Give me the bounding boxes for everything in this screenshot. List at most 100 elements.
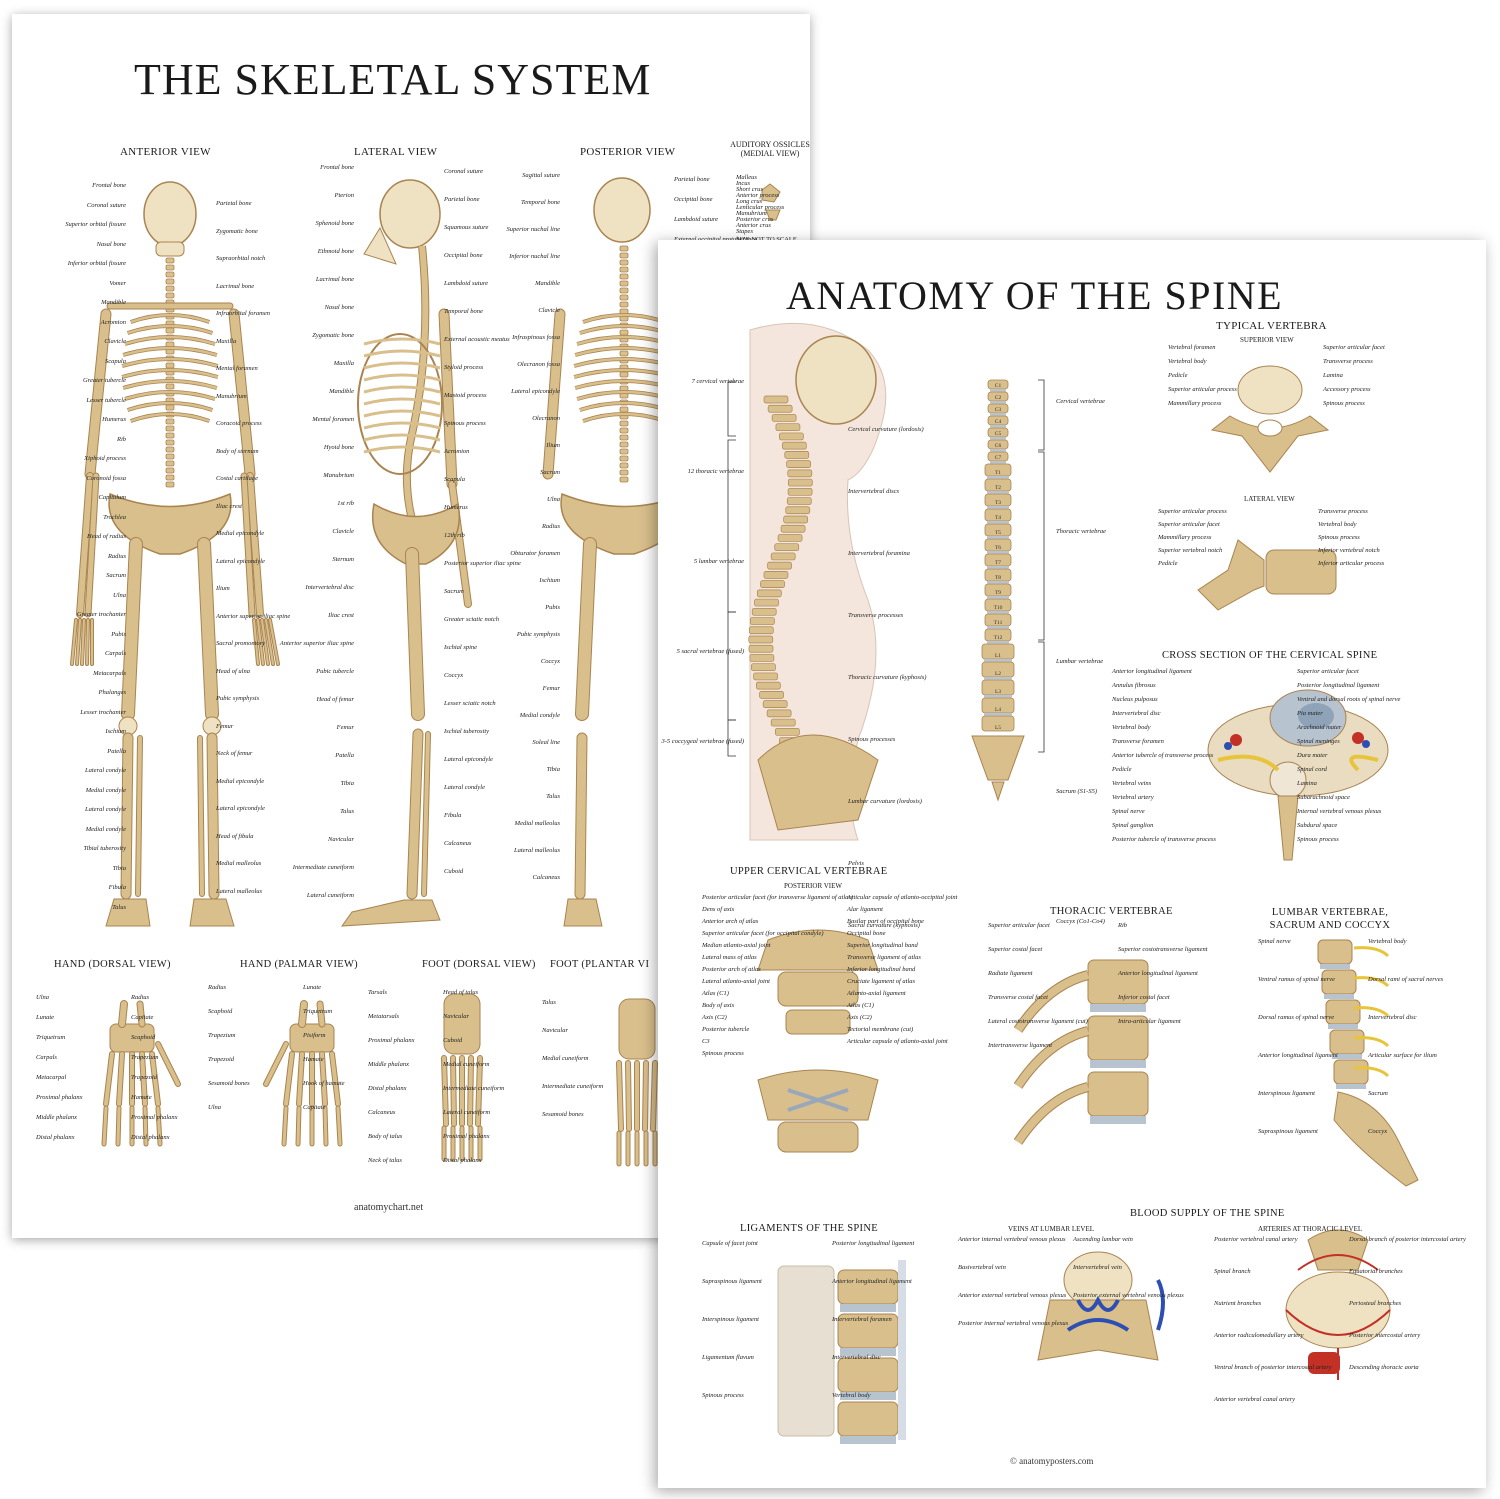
vertebra-side (787, 478, 813, 487)
rib-lateral (363, 409, 441, 418)
anatomy-label: Mammillary process (1168, 400, 1222, 407)
anatomy-label: Proximal phalanx (36, 1094, 83, 1101)
anatomy-label: Inferior nuchal line (509, 253, 560, 260)
anatomy-label: Anterior longitudinal ligament (1112, 668, 1192, 675)
c3 (785, 1009, 851, 1035)
anatomy-label: Cervical vertebrae (1056, 398, 1105, 405)
vertebra-tag: C2 (995, 395, 1002, 401)
anatomy-label: Lambdoid suture (444, 280, 488, 287)
foot-posterior (563, 898, 603, 927)
anatomy-label: Navicular (542, 1027, 568, 1034)
vertebra-tag: L1 (995, 653, 1001, 659)
anatomy-label: Ulna (36, 994, 49, 1001)
anatomy-label: Pubis (545, 604, 560, 611)
anatomy-label: Ligamentum flavum (702, 1354, 754, 1361)
anatomy-label: Sacral curvature (kyphosis) (848, 922, 920, 929)
anatomy-label: Lateral condyle (444, 784, 485, 791)
anatomy-label: Medial epicondyle (216, 777, 265, 785)
spinal-nerve-lumbar (1353, 976, 1390, 988)
disc-column (987, 611, 1009, 614)
anatomy-label: Radius (541, 523, 560, 530)
anatomy-label: Capitate (303, 1104, 326, 1111)
vertebra-side (770, 718, 796, 727)
anatomy-label: Lamina (1297, 780, 1317, 787)
vertebral-column (165, 264, 175, 271)
anatomy-label: Articular capsule of atlanto-axial joint (847, 1038, 948, 1045)
anatomy-label: Lateral epicondyle (216, 805, 265, 812)
anatomy-label: Pubis (111, 630, 126, 638)
disc-column (984, 677, 1012, 680)
vertebral-column (165, 453, 175, 460)
anatomy-label: Articular capsule of atlanto-occipital j… (847, 894, 958, 901)
finger-bone (117, 1052, 124, 1106)
anatomy-label: Ventral ramus of spinal nerve (1258, 976, 1335, 983)
anatomy-label: Body of talus (368, 1133, 403, 1140)
anatomy-label: Coronoid fossa (86, 474, 126, 482)
anatomy-label: Occipital bone (674, 196, 713, 203)
vertebra-tag: L4 (995, 707, 1001, 713)
spinous-process-cross (1277, 795, 1299, 861)
vertebral-column (165, 446, 175, 453)
atlas-axis (777, 1121, 859, 1153)
vertebral-column-posterior (619, 294, 629, 301)
anatomy-label: Transverse process (1323, 358, 1373, 365)
anatomy-label: Internal vertebral venous plexus (1297, 808, 1382, 815)
vein-vertebral-arch (1037, 1299, 1159, 1361)
anatomy-label: Pisiform (303, 1032, 326, 1039)
vertebra-side (784, 451, 810, 459)
rib-cage (130, 313, 210, 324)
anatomy-label: Cuboid (443, 1037, 463, 1044)
anatomy-label: Spinous process (702, 1392, 744, 1399)
anatomy-label: 7 cervical vertebrae (691, 378, 744, 385)
anatomy-label: Manubrium (323, 472, 354, 479)
anatomy-label: Lumbar vertebrae (1056, 658, 1104, 665)
thoracic-disc (1090, 1116, 1146, 1124)
vertebra-tag: L3 (995, 689, 1001, 695)
anatomy-label: Frontal bone (320, 164, 354, 171)
lateral-view-heading: LATERAL VIEW (354, 146, 438, 158)
anatomy-label: Lesser sciatic notch (444, 700, 496, 707)
anatomy-label: Dens of axis (702, 906, 735, 913)
disc-column (987, 476, 1009, 479)
vertebral-body-superior (1237, 365, 1303, 415)
ligaments-heading: LIGAMENTS OF THE SPINE (740, 1223, 878, 1234)
anatomy-label: Iliac crest (216, 502, 242, 510)
anatomy-label: Frontal bone (92, 182, 126, 189)
vertebral-column (165, 404, 175, 411)
anatomy-label: Sacral promontory (216, 640, 266, 647)
anatomy-label: Radiate ligament (988, 970, 1033, 977)
anatomy-label: Zygomatic bone (312, 332, 354, 339)
anatomy-label: Pedicle (1168, 372, 1188, 379)
anatomy-label: External acoustic meatus (444, 336, 510, 343)
disc-column (987, 506, 1009, 509)
vertebra-side (750, 617, 775, 625)
finger-bone (150, 1052, 160, 1106)
anatomy-label: 12th rib (444, 532, 465, 539)
anatomy-label: Lesser tubercle (86, 396, 126, 404)
anatomy-label: Lateral malleolus (216, 887, 263, 895)
sacrum-column (971, 735, 1025, 781)
disc-column (990, 437, 1006, 440)
vertebra-tag: C5 (995, 431, 1002, 437)
finger-bone (297, 1052, 304, 1106)
lateral-view-sub: LATERAL VIEW (1244, 495, 1295, 503)
anatomy-label: Transverse ligament of atlas (847, 954, 921, 961)
anatomy-label: Parietal bone (674, 176, 710, 183)
anatomy-label: Intervertebral disc (832, 1354, 881, 1361)
femur (122, 538, 142, 720)
vertebra-tag: L2 (995, 671, 1001, 677)
vertebral-artery (1352, 732, 1364, 744)
anatomy-label: Talus (542, 999, 556, 1006)
anatomy-label: Stapes (736, 228, 753, 235)
anatomy-label: Lateral cuneiform (443, 1109, 491, 1116)
femur-posterior (576, 538, 596, 720)
anatomy-label: Ulna (547, 496, 560, 503)
anatomy-label: Soleal line (532, 739, 560, 746)
disc-column (990, 461, 1006, 464)
anatomy-label: Lesser trochanter (80, 708, 126, 716)
anatomy-label: Intervertebral disc (305, 584, 354, 591)
vertebra-side (762, 700, 788, 708)
anatomy-label: Calcaneus (368, 1109, 396, 1116)
anatomy-label: Lateral condyle (85, 806, 126, 813)
anatomy-label: Posterior external vertebral venous plex… (1073, 1292, 1184, 1299)
